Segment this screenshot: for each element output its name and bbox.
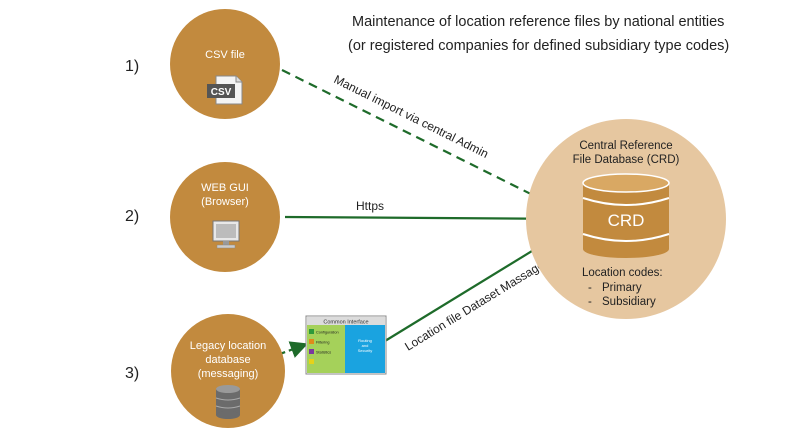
crd-node: Central Reference File Database (CRD) CR… <box>526 119 726 319</box>
diagram-title-line2: (or registered companies for defined sub… <box>348 38 729 54</box>
csv-source-node: CSV file CSV <box>170 9 280 119</box>
legacy-db-source-node: Legacy location database (messaging) <box>171 314 285 428</box>
legacy-label-line3: (messaging) <box>198 368 259 380</box>
common-interface-box: Common Interface Configuration Filtering… <box>305 315 387 375</box>
web-gui-source-node: WEB GUI (Browser) <box>170 162 280 272</box>
interface-routing-line3: Security <box>358 348 372 353</box>
interface-item-filtering: Filtering <box>316 341 330 345</box>
legacy-label-line2: database <box>205 354 250 366</box>
crd-code-primary: Primary <box>602 282 642 294</box>
database-icon <box>215 385 241 419</box>
crd-codes-title: Location codes: <box>582 267 663 279</box>
csv-import-label: Manual import via central Admin <box>332 72 491 161</box>
crd-code-bullet-2: - <box>588 296 592 308</box>
https-label: Https <box>356 199 384 213</box>
interface-filter-icon <box>309 339 314 344</box>
monitor-icon <box>212 220 240 249</box>
crd-cylinder-label: CRD <box>608 211 645 230</box>
crd-database-icon: CRD <box>582 173 670 258</box>
web-gui-label-line1: WEB GUI <box>201 182 249 194</box>
diagram-title-line1: Maintenance of location reference files … <box>352 14 724 30</box>
step-number-2: 2) <box>125 208 139 225</box>
interface-routing-line2: and <box>362 343 369 348</box>
web-gui-label-line2: (Browser) <box>201 196 249 208</box>
interface-item-configuration: Configuration <box>316 331 339 335</box>
crd-label-line1: Central Reference <box>579 140 672 152</box>
interface-routing-line1: Routing <box>358 338 372 343</box>
crd-code-subsidiary: Subsidiary <box>602 296 656 308</box>
interface-stats-icon <box>309 349 314 354</box>
csv-file-icon: CSV <box>207 75 243 105</box>
csv-source-label: CSV file <box>205 49 245 61</box>
interface-header: Common Interface <box>323 320 368 326</box>
crd-code-bullet-1: - <box>588 282 592 294</box>
interface-item-statistics: Statistics <box>316 351 331 355</box>
step-number-1: 1) <box>125 58 139 75</box>
legacy-to-interface-arrow <box>271 341 309 359</box>
interface-extra-icon <box>309 359 314 364</box>
legacy-label-line1: Legacy location <box>190 340 266 352</box>
crd-label-line2: File Database (CRD) <box>573 154 680 166</box>
interface-config-icon <box>309 329 314 334</box>
csv-icon-text: CSV <box>211 87 232 98</box>
step-number-3: 3) <box>125 365 139 382</box>
